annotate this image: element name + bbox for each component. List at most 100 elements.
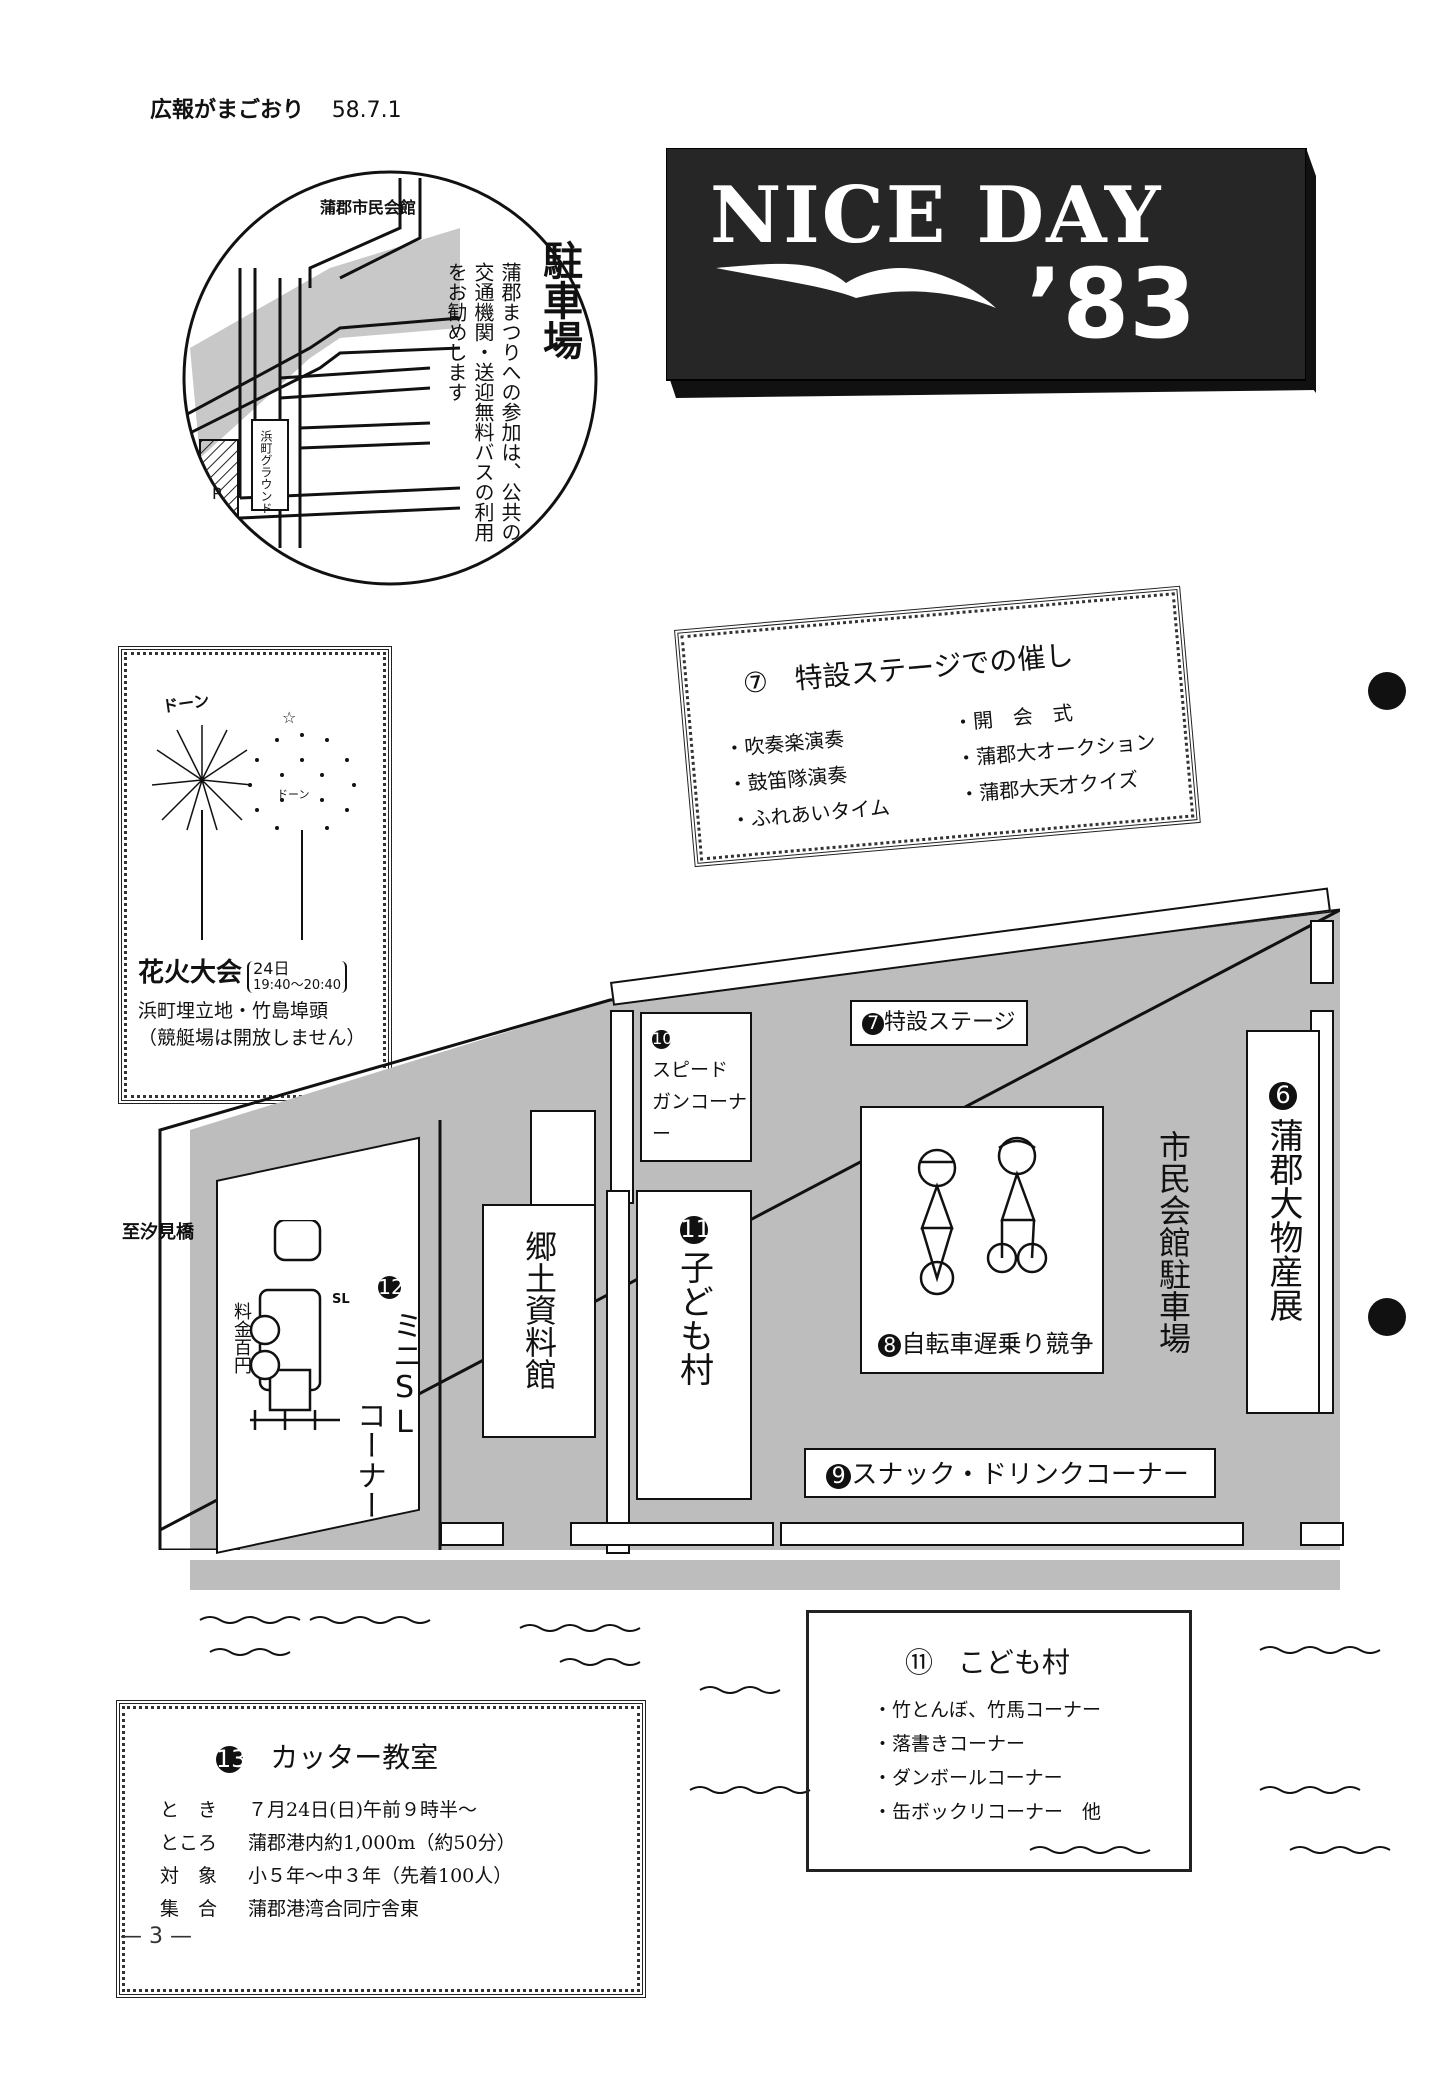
sl-label-2: コーナー: [351, 1400, 386, 1520]
cutter-num: 13: [216, 1745, 247, 1774]
banner-line1: NICE DAY: [710, 170, 1163, 261]
stage-events-title: 特設ステージでの催し: [793, 638, 1075, 696]
to-bridge-label: 至汐見橋: [122, 1222, 194, 1243]
bike-race-label: 自転車遅乗り競争: [901, 1330, 1094, 1358]
sl-num-badge: 12: [378, 1275, 404, 1300]
cutter-row: 集 合蒲郡港湾合同庁舎東: [160, 1893, 516, 1926]
kodomo-info-item: ・缶ボックリコーナー 他: [873, 1801, 1102, 1823]
banner-line2: ’83: [1026, 248, 1197, 360]
hedge-left-top: [610, 1010, 634, 1204]
hedge-right-1: [1310, 920, 1334, 984]
page-number: — 3 —: [120, 1924, 192, 1949]
kodomo-num: 11: [680, 1215, 711, 1244]
hall-parking-label: 市民会館駐車場: [1154, 1130, 1192, 1354]
stage-events-title-row: ⑦ 特設ステージでの催し: [741, 633, 1075, 702]
kodomo-label: 子ども村: [673, 1249, 714, 1386]
sl-train-drawing: [249, 1220, 340, 1430]
sl-fee: 料金百円: [231, 1302, 252, 1374]
publication-title: 広報がまごおり: [150, 98, 305, 123]
fireworks-note: （競艇場は開放しません）: [138, 1027, 366, 1049]
parking-text: 蒲郡まつりへの参加は、公共の交通機関・送迎無料バスの利用をお勧めします: [444, 262, 522, 542]
stage-events-right: ・開 会 式 ・蒲郡大オークション ・蒲郡大天才クイズ: [952, 687, 1161, 814]
page-header: 広報がまごおり 58.7.1: [150, 92, 402, 124]
cutter-row: ところ 蒲郡港内約1,000m（約50分）: [160, 1827, 516, 1860]
star-icon: ☆: [282, 708, 297, 727]
bike-race-num: 8: [878, 1333, 902, 1358]
bike-riders-drawing: [917, 1136, 1048, 1296]
bussan-label: 蒲郡大物産展: [1263, 1117, 1303, 1322]
stage-events-box: ⑦ 特設ステージでの催し ・吹奏楽演奏 ・鼓笛隊演奏 ・ふれあいタイム ・開 会…: [674, 585, 1201, 868]
fireworks-drawing: [151, 725, 356, 940]
kodomo-info-list: ・竹とんぼ、竹馬コーナー ・落書きコーナー ・ダンボールコーナー ・缶ボックリコ…: [873, 1693, 1101, 1829]
cutter-row-value: 小５年～中３年（先着100人）: [248, 1865, 513, 1887]
kodomo-info-item: ・ダンボールコーナー: [873, 1767, 1063, 1789]
banner-box: [665, 147, 1316, 398]
kodomo-info-item: ・落書きコーナー: [873, 1733, 1026, 1755]
cutter-row-key: と き: [160, 1799, 218, 1821]
cutter-row-key: ところ: [160, 1832, 218, 1854]
snack-label: スナック・ドリンクコーナー: [851, 1460, 1189, 1490]
cutter-class-box: 13 カッター教室 と き ７月24日(日)午前９時半～ ところ 蒲郡港内約1,00…: [116, 1700, 646, 1998]
speed-gun-num: 10: [652, 1029, 673, 1049]
cutter-row-value: 蒲郡港内約1,000m（約50分）: [248, 1832, 516, 1854]
wave-lines: [199, 1616, 1391, 1854]
hedge-bottom-4: [1300, 1522, 1344, 1546]
fireworks-when: 24日 19:40～20:40: [247, 958, 348, 993]
map-label-ground: 浜町グラウンド: [259, 430, 273, 514]
sl-badge: SL: [332, 1292, 350, 1307]
fireworks-sound-2: ドーン: [277, 788, 310, 801]
parking-map: 蒲郡市民会館 P 浜町グラウンド: [180, 168, 600, 588]
fireworks-sound-1: ドーン: [161, 690, 211, 717]
stage-label: 特設ステージ: [883, 1010, 1016, 1035]
kyodo-label: 郷土資料館: [520, 1230, 558, 1390]
sl-label-1: ミニSL: [387, 1310, 422, 1440]
kodomo-info-num: ⑪: [905, 1646, 934, 1679]
kodomo-info-title-row: ⑪ こども村: [905, 1641, 1070, 1681]
cutter-row-key: 集 合: [160, 1898, 218, 1920]
stage-events-left: ・吹奏楽演奏 ・鼓笛隊演奏 ・ふれあいタイム: [723, 716, 892, 839]
hedge-bottom-1: [440, 1522, 504, 1546]
map-label-p: P: [212, 484, 222, 503]
speed-gun-line2: ガンコーナー: [652, 1091, 748, 1145]
cutter-row: と き ７月24日(日)午前９時半～: [160, 1794, 516, 1827]
fireworks-place: 浜町埋立地・竹島埠頭: [138, 1000, 329, 1022]
parking-title: 駐車場: [536, 240, 583, 360]
fireworks-title-row: 花火大会 24日 19:40～20:40: [138, 952, 348, 993]
kodomo-info-title: こども村: [957, 1646, 1070, 1679]
cutter-details: と き ７月24日(日)午前９時半～ ところ 蒲郡港内約1,000m（約50分） 対…: [160, 1794, 516, 1926]
binder-hole: [1368, 1298, 1406, 1336]
fireworks-box: ドーン ☆ ドーン 花火大会 24日 19:40～20:40 浜町埋立地・竹島埠…: [118, 646, 392, 1104]
stage-events-num: ⑦: [741, 665, 770, 701]
kodomo-info-box: ⑪ こども村 ・竹とんぼ、竹馬コーナー ・落書きコーナー ・ダンボールコーナー …: [806, 1610, 1192, 1872]
binder-hole: [1368, 672, 1406, 710]
stage-num: 7: [862, 1013, 884, 1035]
snack-num: 9: [826, 1463, 852, 1490]
cutter-row-key: 対 象: [160, 1865, 218, 1887]
cutter-title: カッター教室: [270, 1741, 439, 1774]
hedge-bottom-3: [780, 1522, 1244, 1546]
speed-gun-box: 10 スピード ガンコーナー: [640, 1012, 752, 1162]
hedge-bottom-2: [570, 1522, 774, 1546]
cutter-row-value: ７月24日(日)午前９時半～: [248, 1799, 478, 1821]
seagull-icon: [716, 263, 996, 308]
kodomo-village-box: 11 子ども村: [636, 1190, 752, 1500]
bussan-box: 6 蒲郡大物産展: [1246, 1030, 1320, 1414]
speed-gun-line1: スピード: [652, 1059, 729, 1081]
bussan-num: 6: [1269, 1081, 1297, 1110]
cutter-title-row: 13 カッター教室: [216, 1736, 438, 1776]
site-map-shape: [110, 908, 1340, 1590]
parking-map-drawing: [182, 170, 598, 586]
sl-num: 12: [378, 1272, 404, 1300]
cutter-row: 対 象 小５年～中３年（先着100人）: [160, 1860, 516, 1893]
fireworks-date: 24日: [253, 958, 290, 978]
fireworks-time: 19:40～20:40: [253, 977, 342, 993]
kyodo-box: 郷土資料館: [482, 1204, 596, 1438]
publication-date: 58.7.1: [331, 98, 402, 123]
kyodo-building: [530, 1110, 596, 1214]
hedge-left-bottom: [606, 1190, 630, 1554]
